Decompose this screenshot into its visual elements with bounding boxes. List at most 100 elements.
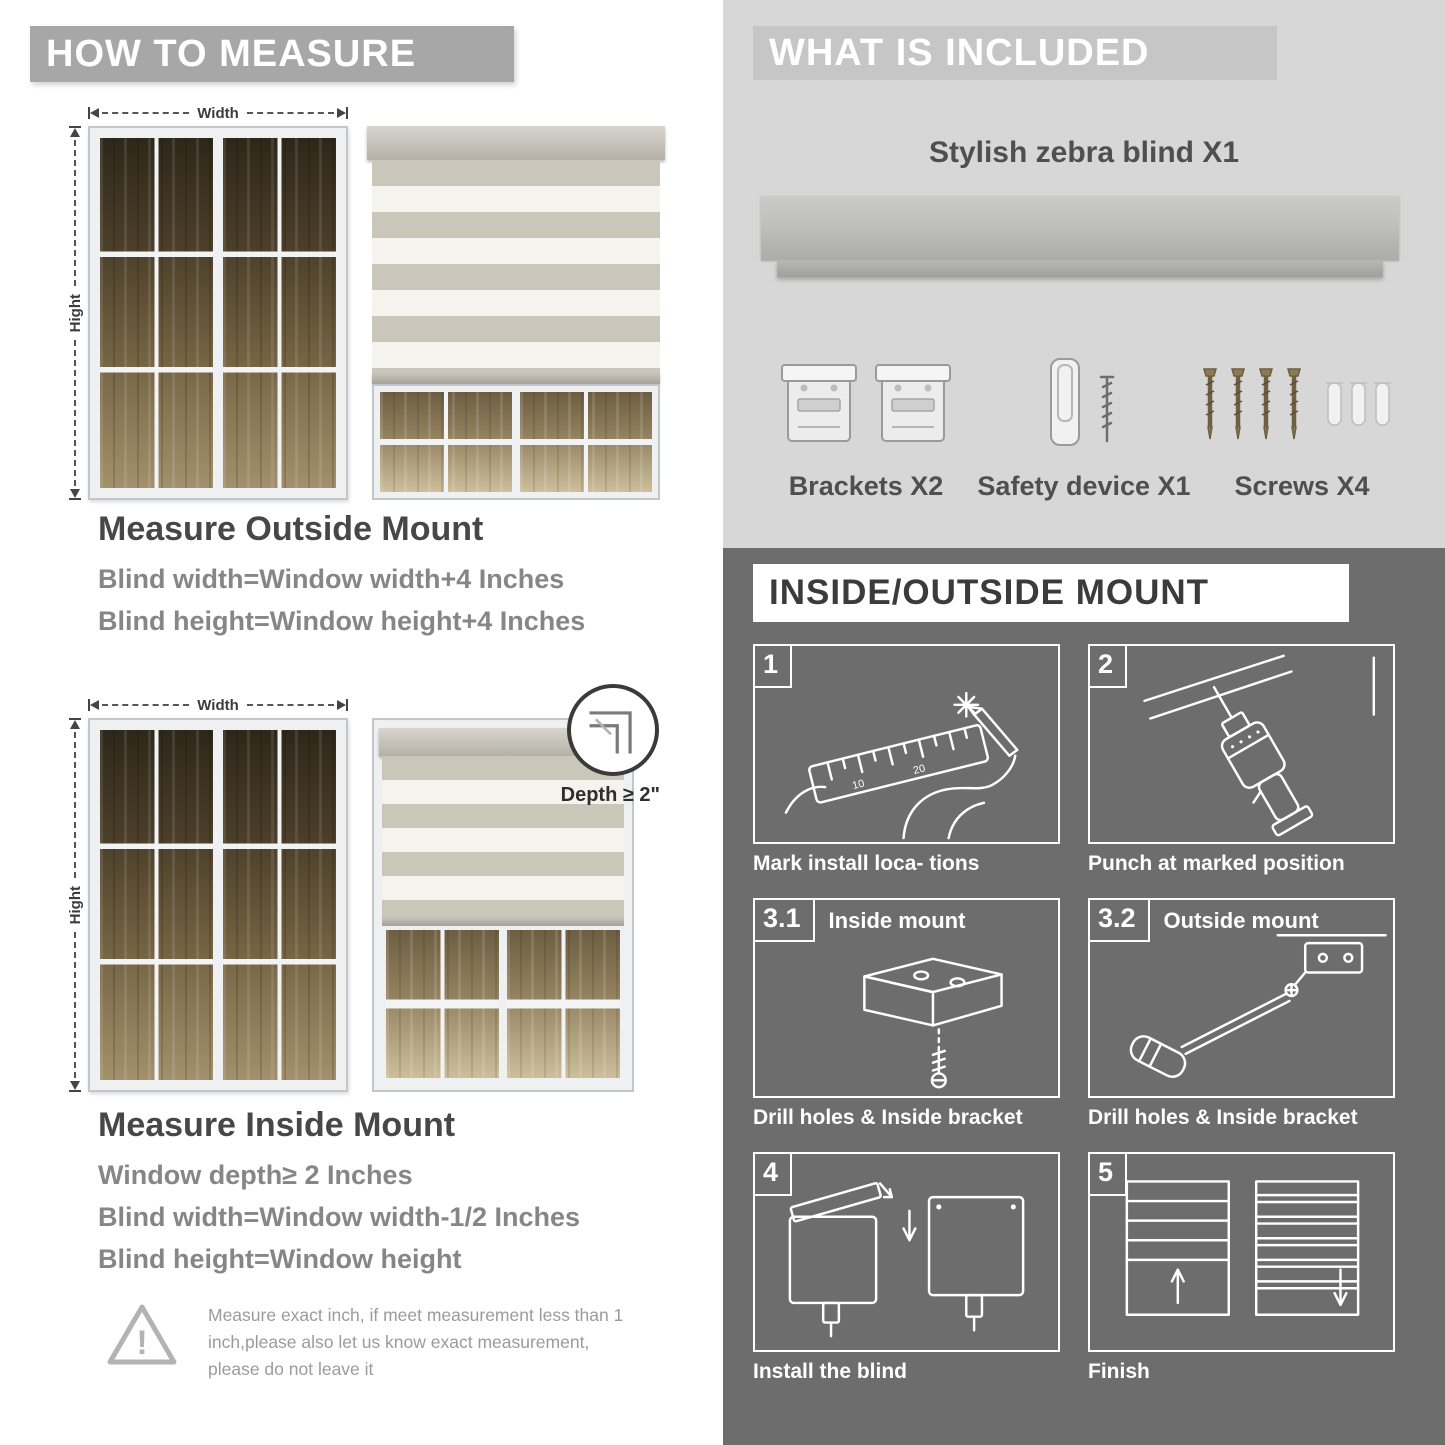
included-item-brackets: Brackets X2 (757, 316, 975, 502)
width-label: Width (197, 696, 239, 714)
what-is-included-panel: WHAT IS INCLUDED Stylish zebra blind X1 (723, 0, 1445, 548)
window-sash (507, 930, 620, 1078)
mount-step-3-2: 3.2 Outside mount (1088, 898, 1395, 1136)
what-is-included-title: WHAT IS INCLUDED (769, 32, 1150, 74)
mount-step-5: 5 Finis (1088, 1152, 1395, 1390)
width-label: Width (197, 104, 239, 122)
step-number: 2 (1090, 646, 1128, 688)
zebra-blind-headrail-image (761, 196, 1399, 260)
depth-label: Depth ≥ 2" (560, 784, 660, 806)
window-illustration (88, 126, 348, 500)
mount-steps-grid: 1 10 20 (753, 644, 1395, 1390)
height-label: Hight (66, 885, 84, 925)
arrow-down-icon (70, 489, 80, 499)
screws-icon (1203, 368, 1391, 440)
how-to-measure-header: HOW TO MEASURE (30, 26, 514, 82)
step-number: 3.2 (1090, 900, 1150, 942)
mount-header: INSIDE/OUTSIDE MOUNT (753, 564, 1349, 622)
zebra-shade-stripes (382, 756, 624, 916)
brackets-icon (781, 364, 951, 442)
blind-item-label: Stylish zebra blind X1 (928, 136, 1240, 169)
window-with-dimensions: Width Hight (62, 100, 349, 501)
window-with-dimensions: Width Hight (62, 692, 349, 1093)
how-to-measure-title: HOW TO MEASURE (46, 33, 417, 75)
blind-cassette (367, 126, 665, 160)
arrow-down-icon (70, 1081, 80, 1091)
outside-width-formula: Blind width=Window width+4 Inches (98, 564, 565, 594)
mount-step-1: 1 10 20 (753, 644, 1060, 882)
mount-step-4: 4 Install the blind (753, 1152, 1060, 1390)
outside-height-formula: Blind height=Window height+4 Inches (98, 606, 586, 636)
included-item-safety-device: Safety device X1 (975, 316, 1193, 502)
step-caption: Install the blind (753, 1360, 908, 1383)
wall-anchors-icon (1326, 382, 1391, 426)
blind-bottom-rail (372, 372, 660, 384)
drill-illustration (1143, 654, 1376, 837)
height-label: Hight (66, 293, 84, 333)
arrow-up-icon (70, 720, 80, 729)
inside-depth-rule: Window depth≥ 2 Inches (98, 1160, 413, 1190)
mount-step-2: 2 (1088, 644, 1395, 882)
inside-width-formula: Blind width=Window width-1/2 Inches (98, 1202, 581, 1232)
what-is-included-header: WHAT IS INCLUDED (753, 26, 1277, 80)
window-corner-depth-icon (589, 711, 632, 754)
window-sash (223, 730, 336, 1080)
outside-mount-title: Measure Outside Mount (98, 510, 484, 548)
step-caption: Finish (1088, 1360, 1150, 1383)
outside-bracket-illustration (1129, 934, 1387, 1078)
window-sash (386, 930, 499, 1078)
inside-height-formula: Blind height=Window height (98, 1244, 462, 1274)
width-arrow: Width (88, 100, 349, 126)
inside-mount-title: Measure Inside Mount (98, 1106, 456, 1144)
warning-glyph: ! (136, 1324, 147, 1362)
safety-device-icon (1050, 358, 1115, 446)
outside-mount-diagram: Width Hight (62, 100, 665, 501)
zebra-blind-inside-illustration (372, 718, 634, 1092)
step-title: Inside mount (828, 908, 966, 933)
window-below-blind (372, 384, 660, 500)
mark-location-illustration: 10 20 (784, 691, 1019, 840)
included-item-screws: Screws X4 (1193, 316, 1411, 502)
warning-text: Measure exact inch, if meet measurement … (208, 1305, 624, 1380)
blind-bottom-rail (382, 916, 624, 926)
window-below-blind (382, 926, 624, 1082)
warning-icon: ! (107, 1304, 177, 1365)
zebra-shade-stripes (372, 160, 660, 372)
mount-instructions-panel: INSIDE/OUTSIDE MOUNT 1 (723, 548, 1445, 1445)
step-number: 3.1 (755, 900, 815, 942)
inside-mount-diagram: Width Hight (62, 684, 662, 1093)
window-sash (223, 138, 336, 488)
install-blind-illustration (788, 1182, 1025, 1338)
mount-step-3-1: 3.1 Inside mount (753, 898, 1060, 1136)
arrow-right-icon (337, 108, 347, 118)
zebra-blind-outside-illustration (367, 126, 665, 500)
safety-device-label: Safety device X1 (977, 471, 1191, 501)
height-arrow: Hight (62, 718, 88, 1093)
step-title: Outside mount (1163, 908, 1319, 933)
svg-text:20: 20 (912, 762, 927, 777)
finished-blinds-illustration (1125, 1180, 1360, 1316)
window-sash (520, 392, 652, 492)
step-caption: Drill holes & Inside bracket (753, 1106, 1023, 1129)
step-number: 1 (755, 646, 793, 688)
step-caption: Mark install loca- tions (753, 852, 980, 875)
step-number: 4 (755, 1154, 793, 1196)
depth-callout-circle (567, 684, 659, 776)
inside-bracket-illustration (863, 957, 1003, 1089)
step-caption: Drill holes & Inside bracket (1088, 1106, 1358, 1129)
arrow-up-icon (70, 128, 80, 137)
included-items-row: Brackets X2 Safety device X1 (757, 316, 1411, 502)
window-illustration (88, 718, 348, 1092)
mount-header-title: INSIDE/OUTSIDE MOUNT (769, 573, 1210, 612)
window-sash (100, 138, 213, 488)
arrow-right-icon (337, 700, 347, 710)
arrow-left-icon (90, 700, 99, 710)
zebra-blind-valance-image (777, 260, 1383, 277)
arrow-left-icon (90, 108, 99, 118)
height-arrow: Hight (62, 126, 88, 501)
brackets-label: Brackets X2 (788, 471, 944, 501)
width-arrow: Width (88, 692, 349, 718)
step-number: 5 (1090, 1154, 1128, 1196)
window-sash (380, 392, 512, 492)
